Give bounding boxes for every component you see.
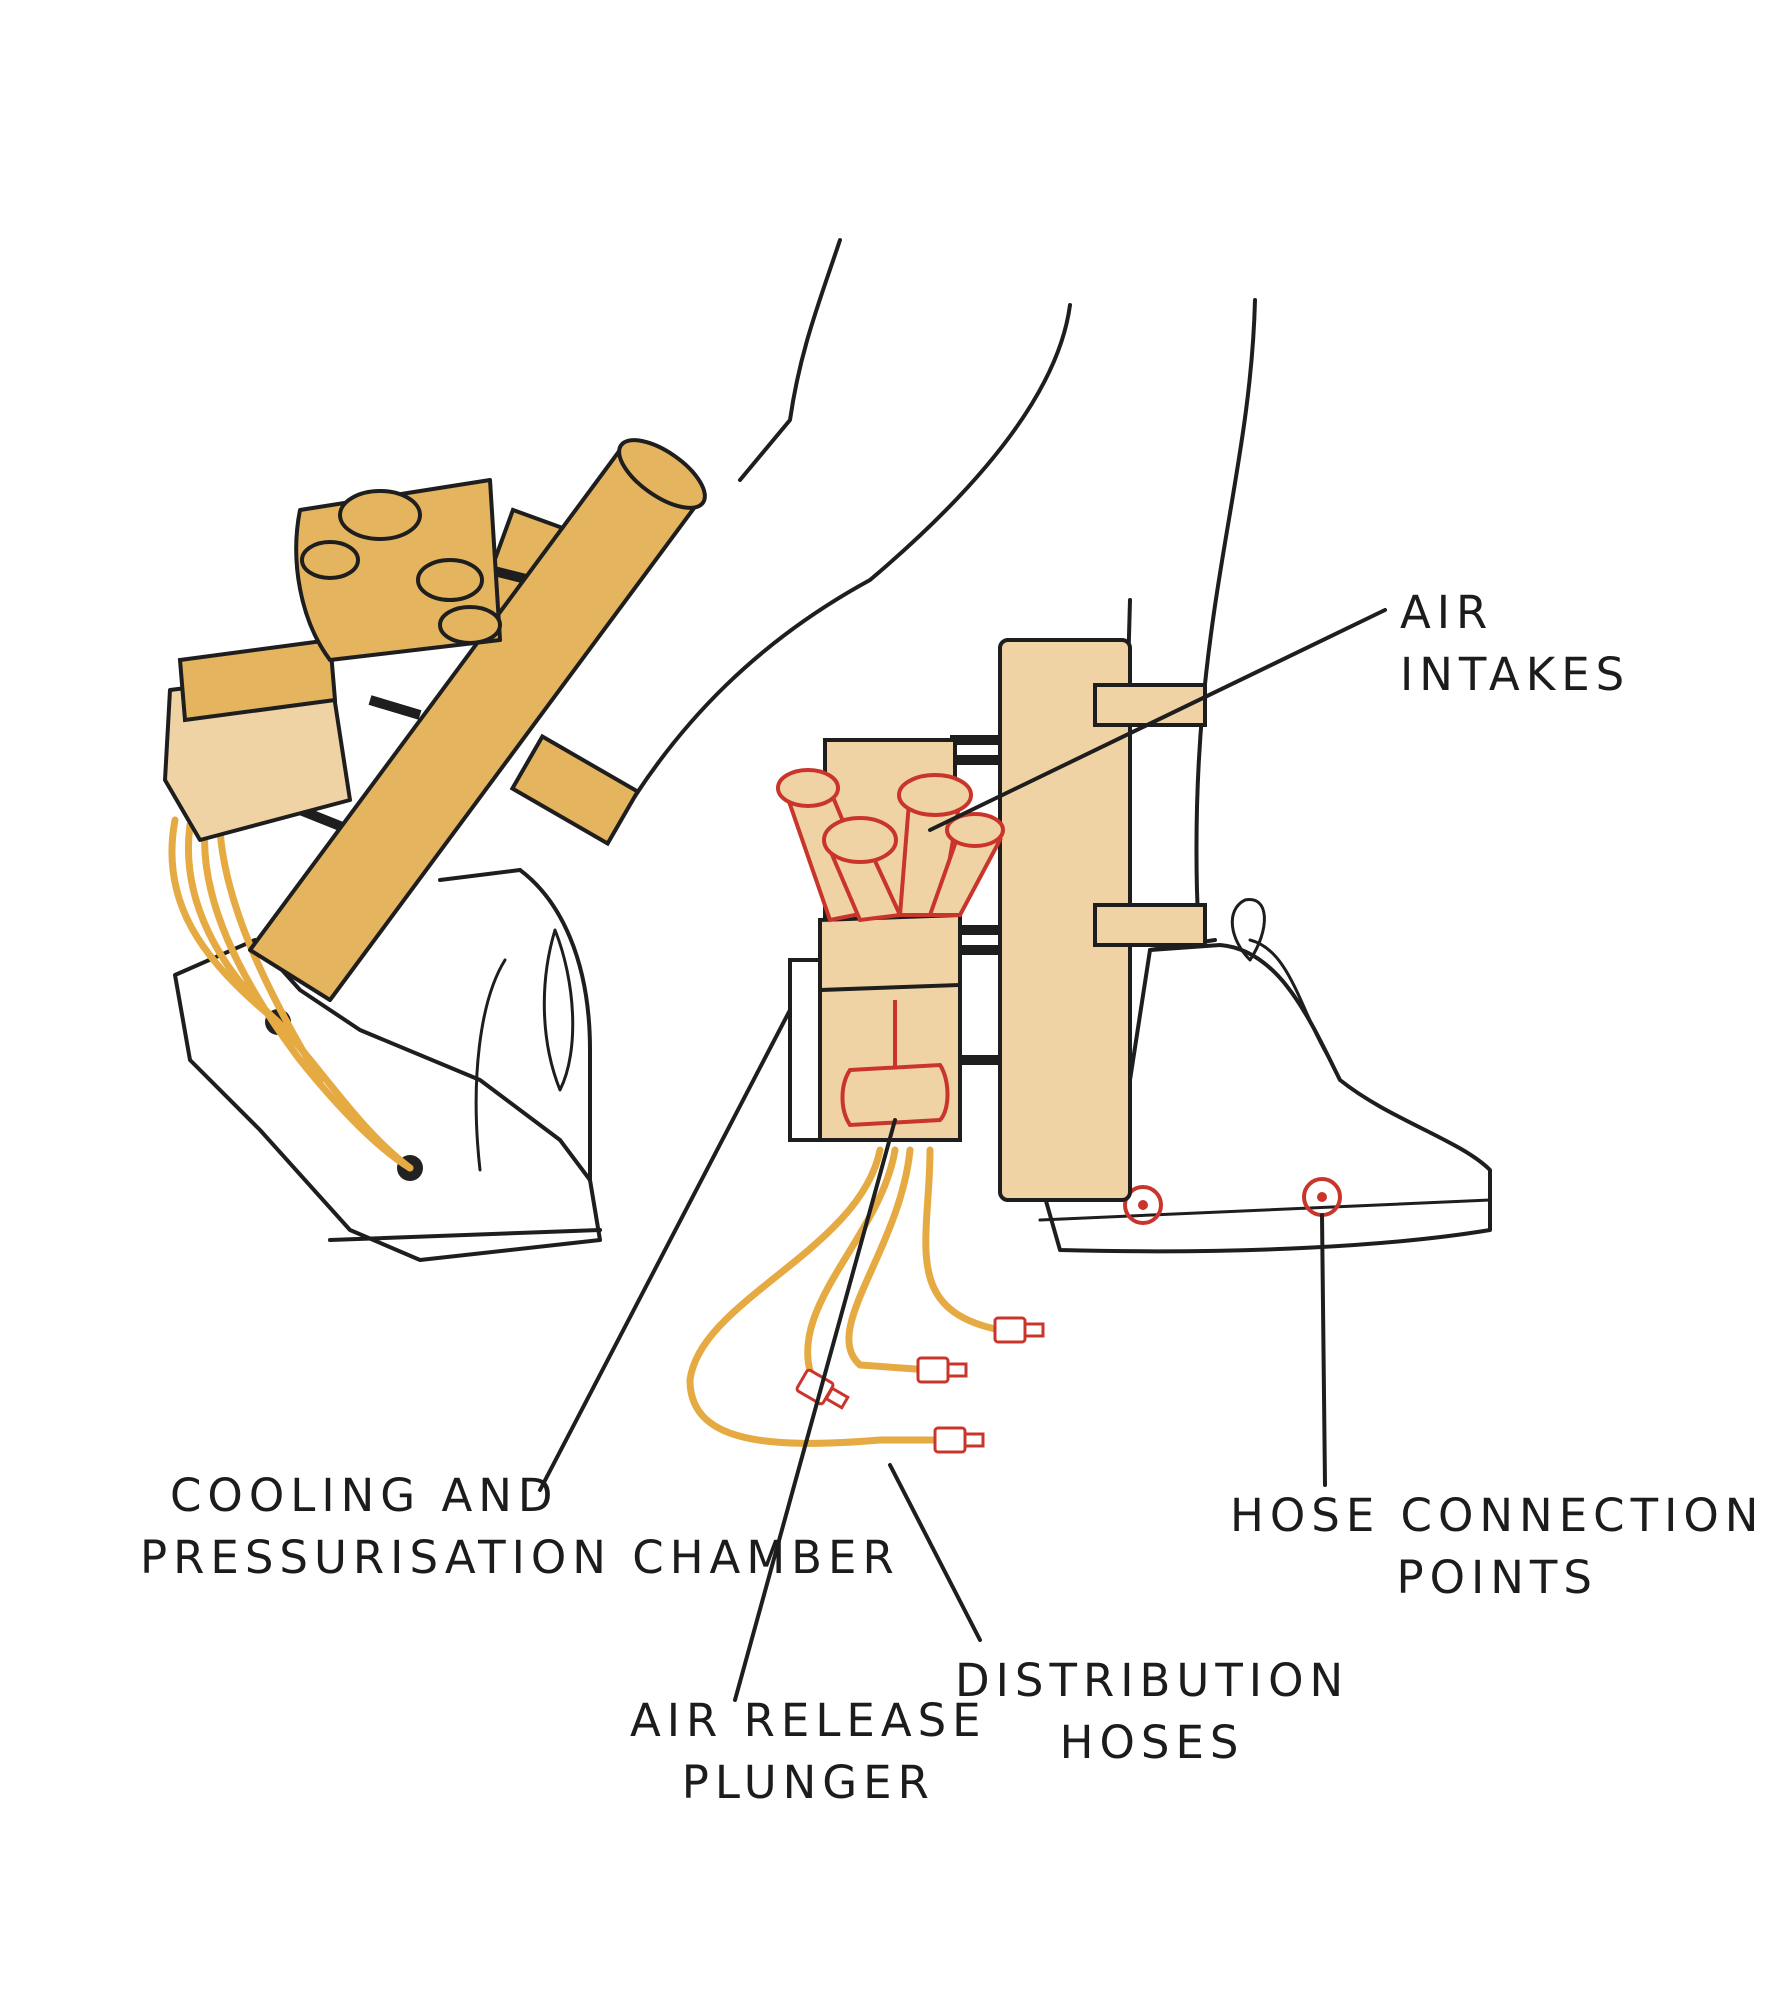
hose-connection-point-heel (1123, 1185, 1163, 1225)
label-plunger-line1: AIR RELEASE (630, 1694, 987, 1747)
leader-distribution-hoses (888, 1463, 982, 1642)
right-leg-outline (1118, 298, 1257, 962)
label-air-intakes-line1: AIR (1400, 586, 1494, 639)
left-shoe (173, 868, 602, 1262)
leader-plunger (733, 1118, 897, 1702)
left-device (163, 438, 707, 1002)
label-air-intakes-line2: INTAKES (1400, 648, 1631, 701)
air-intake-tubes (776, 768, 1005, 923)
label-cooling-chamber-line2: PRESSURISATION CHAMBER (140, 1531, 900, 1584)
left-leg-outline (618, 238, 1072, 822)
label-distribution-hoses-line1: DISTRIBUTION (955, 1654, 1350, 1707)
label-hose-connection-points: HOSE CONNECTION POINTS (1230, 1485, 1764, 1609)
label-distribution-hoses-line2: HOSES (1059, 1716, 1245, 1769)
distribution-hoses (686, 1146, 1009, 1447)
label-cooling-chamber-line1: COOLING AND (170, 1469, 559, 1522)
label-hose-connection-line2: POINTS (1396, 1551, 1598, 1604)
label-cooling-chamber: COOLING AND PRESSURISATION CHAMBER (140, 1465, 900, 1589)
label-plunger-line2: PLUNGER (681, 1756, 935, 1809)
leader-hose-connection (1320, 1213, 1327, 1487)
label-distribution-hoses: DISTRIBUTION HOSES (955, 1650, 1349, 1774)
leader-air-intakes (928, 608, 1387, 832)
left-device-hoses (168, 816, 414, 1172)
label-hose-connection-line1: HOSE CONNECTION (1230, 1489, 1765, 1542)
hose-connectors (795, 1316, 1045, 1454)
label-air-intakes: AIR INTAKES (1400, 582, 1630, 706)
leader-lines (538, 608, 1387, 1702)
leader-cooling-chamber (538, 1008, 792, 1492)
plunger-head (840, 1062, 950, 1128)
label-air-release-plunger: AIR RELEASE PLUNGER (630, 1690, 987, 1814)
